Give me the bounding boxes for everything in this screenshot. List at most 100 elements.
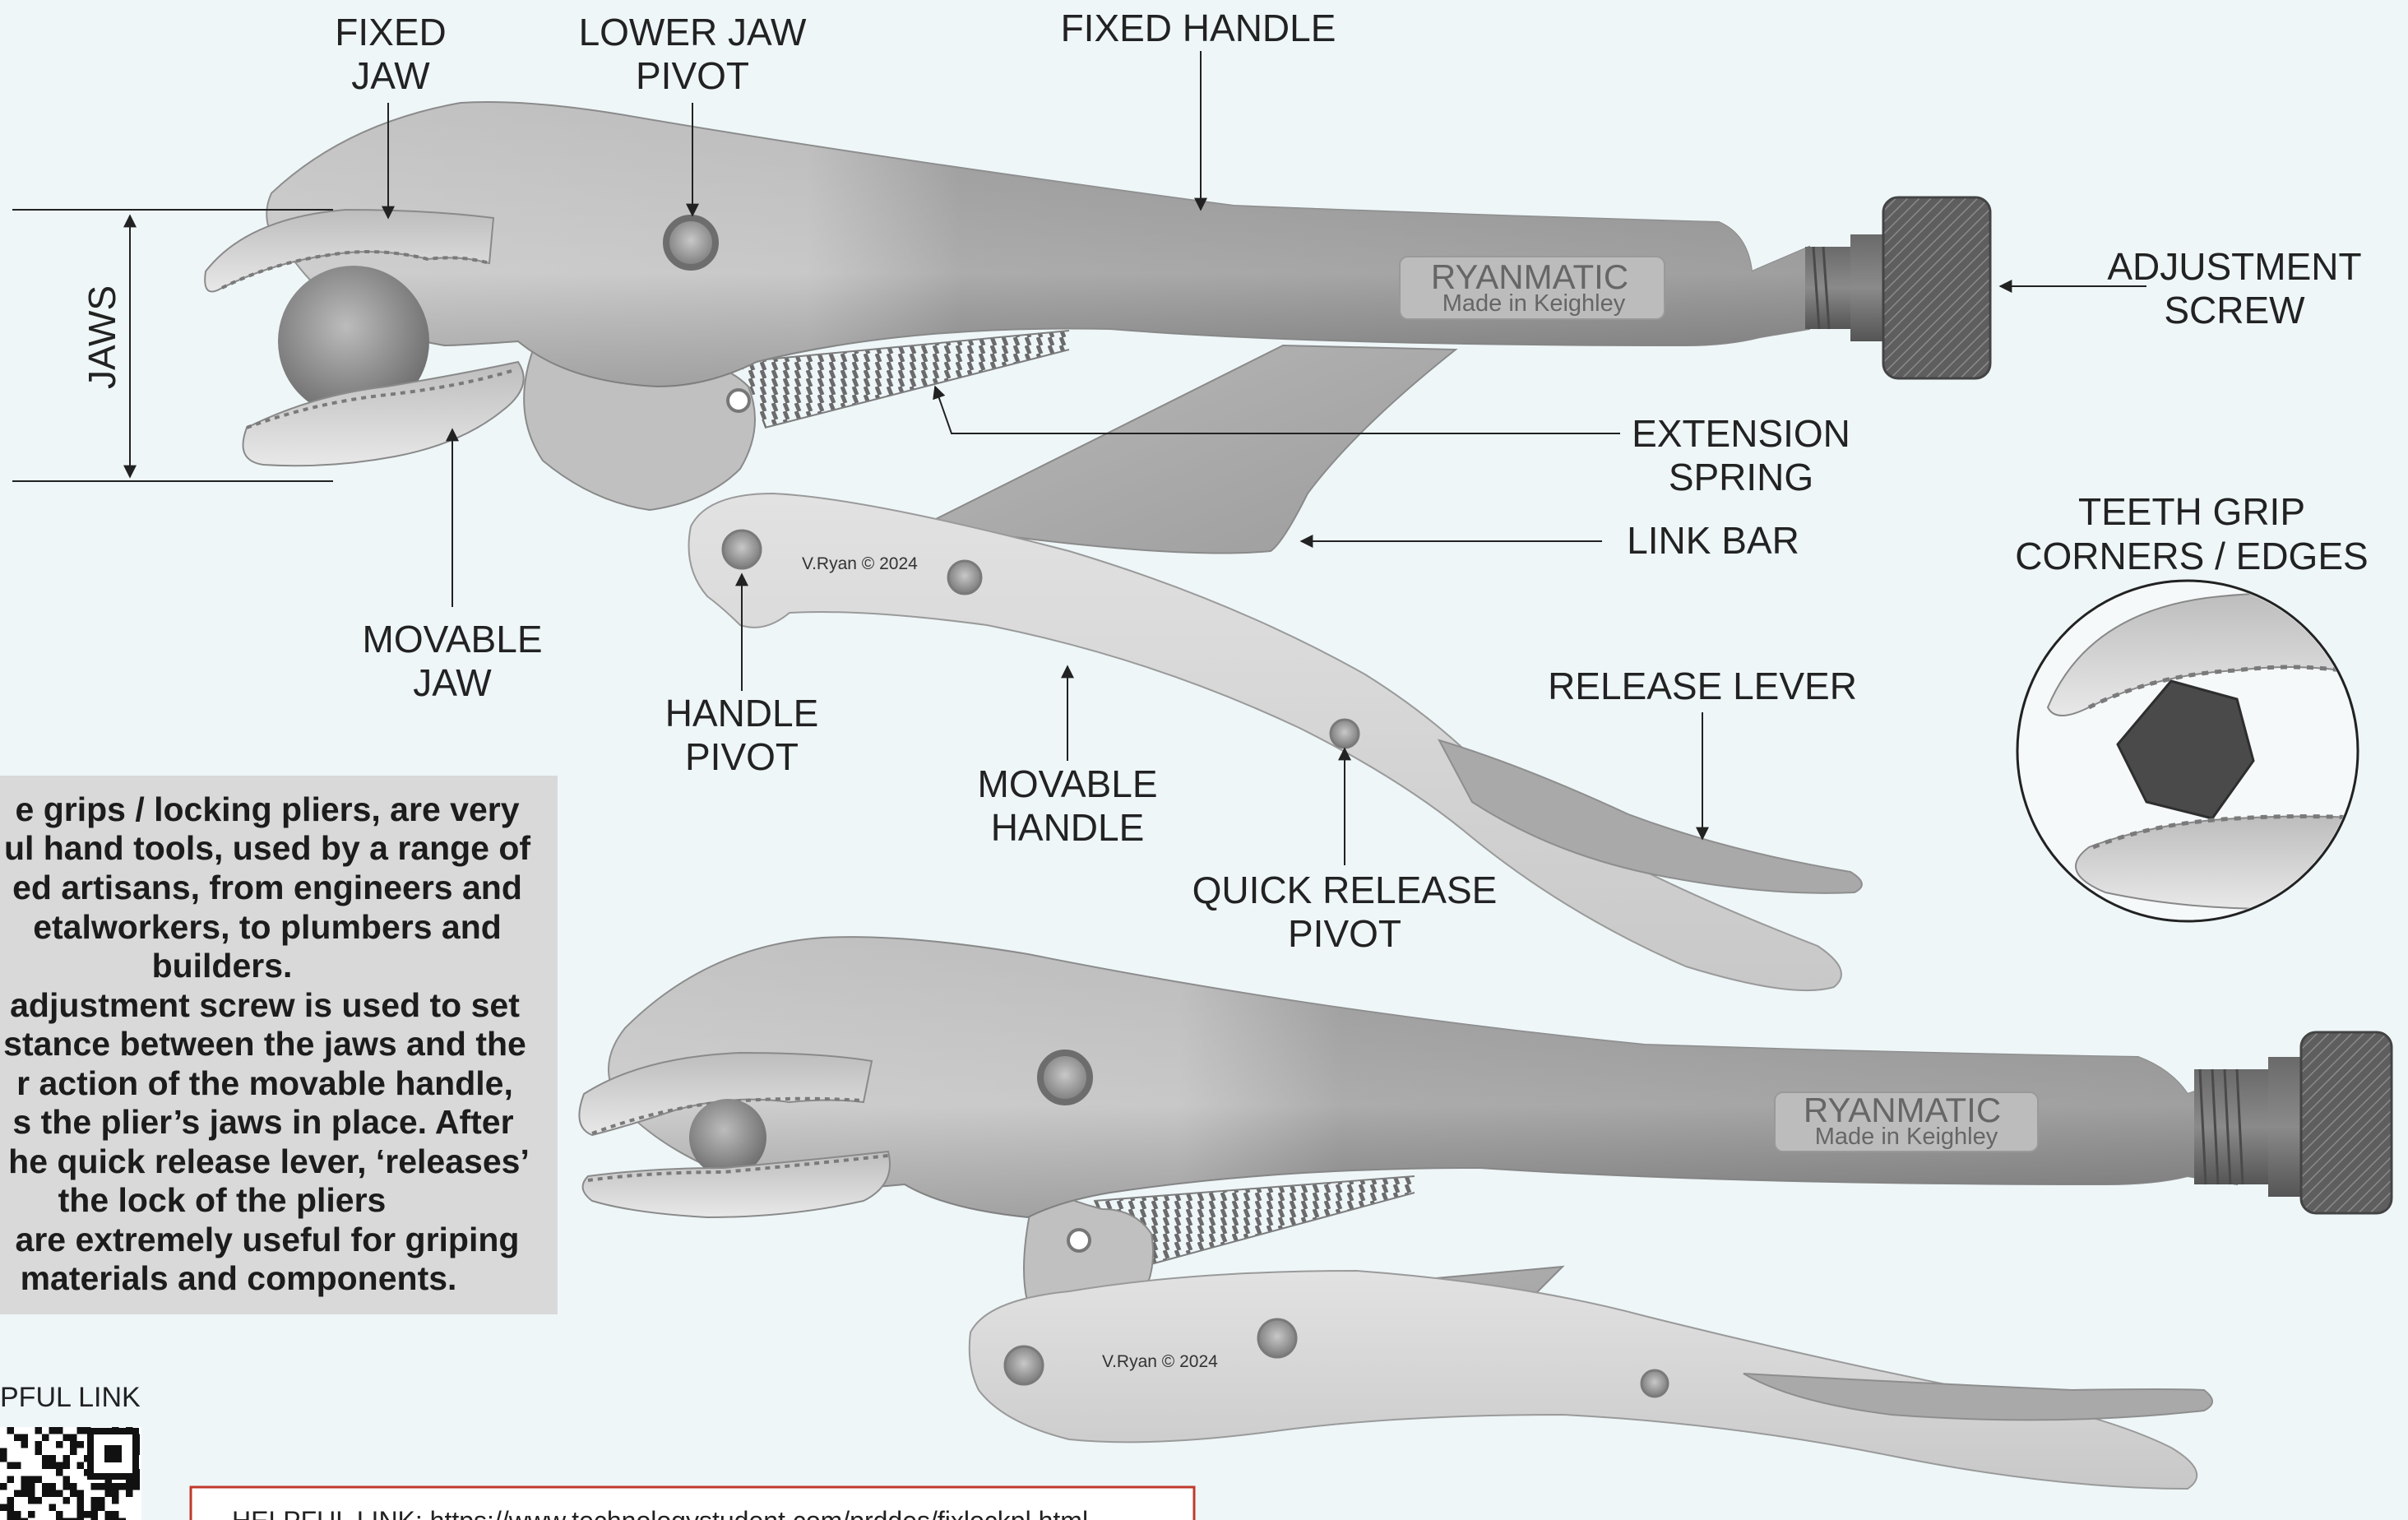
lower-jaw-pivot bbox=[666, 218, 715, 267]
description-line: stance between the jaws and the bbox=[3, 1025, 526, 1063]
helpful-link-box[interactable]: HELPFUL LINK: https://www.technologystud… bbox=[191, 1487, 1194, 1520]
label-fixed-handle: FIXED HANDLE bbox=[1061, 7, 1336, 49]
qr-module bbox=[56, 1511, 63, 1518]
qr-module bbox=[77, 1511, 85, 1518]
adjustment-screw-bottom bbox=[2194, 1032, 2392, 1213]
qr-module bbox=[77, 1497, 85, 1504]
copyright: V.Ryan © 2024 bbox=[802, 554, 918, 573]
description-line: materials and components. bbox=[21, 1259, 457, 1297]
qr-module bbox=[105, 1490, 113, 1498]
qr-module bbox=[42, 1434, 49, 1442]
brand-plate-bottom: RYANMATIC Made in Keighley bbox=[1775, 1091, 2038, 1152]
qr-module bbox=[49, 1427, 57, 1434]
link-pivot bbox=[948, 561, 981, 594]
qr-module bbox=[105, 1511, 113, 1518]
qr-module bbox=[14, 1462, 21, 1470]
qr-module bbox=[21, 1483, 29, 1490]
qr-module bbox=[42, 1455, 49, 1462]
qr-module bbox=[35, 1441, 43, 1448]
qr-module bbox=[49, 1490, 57, 1498]
qr-module bbox=[105, 1483, 113, 1490]
qr-module bbox=[70, 1434, 77, 1442]
qr-module bbox=[91, 1497, 99, 1504]
description-line: ed artisans, from engineers and bbox=[12, 869, 522, 906]
label-handle-pivot-2: PIVOT bbox=[685, 735, 799, 778]
copyright-bottom: V.Ryan © 2024 bbox=[1102, 1352, 1218, 1371]
qr-code[interactable] bbox=[0, 1427, 141, 1520]
label-handle-pivot-1: HANDLE bbox=[665, 692, 819, 735]
qr-module bbox=[28, 1497, 35, 1504]
qr-module bbox=[49, 1504, 57, 1512]
qr-module bbox=[91, 1504, 99, 1512]
qr-module bbox=[7, 1476, 15, 1484]
qr-module bbox=[98, 1483, 105, 1490]
qr-module bbox=[63, 1455, 71, 1462]
qr-module bbox=[63, 1497, 71, 1504]
label-adjustment-screw-1: ADJUSTMENT bbox=[2107, 245, 2361, 288]
description-line: s the plier’s jaws in place. After bbox=[12, 1103, 513, 1141]
qr-module bbox=[63, 1476, 71, 1484]
qr-module bbox=[98, 1504, 105, 1512]
description-line: the lock of the pliers bbox=[58, 1181, 387, 1219]
description-line: are extremely useful for griping bbox=[16, 1221, 520, 1258]
teeth-grip-detail bbox=[2017, 581, 2369, 921]
label-movable-jaw-2: JAW bbox=[413, 661, 492, 704]
qr-module bbox=[56, 1427, 63, 1434]
label-jaws: JAWS bbox=[81, 285, 123, 389]
label-fixed-jaw-1: FIXED bbox=[335, 11, 446, 53]
bottom-pliers: RYANMATIC Made in Keighley V.Ryan © 2024 bbox=[579, 937, 2392, 1489]
qr-module bbox=[70, 1490, 77, 1498]
qr-module bbox=[98, 1497, 105, 1504]
qr-module bbox=[112, 1511, 119, 1518]
qr-module bbox=[7, 1511, 15, 1518]
qr-module bbox=[42, 1462, 49, 1470]
qr-module bbox=[56, 1490, 63, 1498]
qr-module bbox=[133, 1483, 141, 1490]
movable-handle-bottom bbox=[970, 1271, 2197, 1489]
qr-module bbox=[56, 1469, 63, 1476]
description-line: adjustment screw is used to set bbox=[10, 986, 520, 1024]
qr-module bbox=[49, 1483, 57, 1490]
label-extension-spring-1: EXTENSION bbox=[1632, 412, 1850, 455]
qr-module bbox=[0, 1483, 7, 1490]
qr-module bbox=[7, 1462, 15, 1470]
qr-module bbox=[14, 1511, 21, 1518]
qr-module bbox=[0, 1455, 7, 1462]
qr-module bbox=[56, 1462, 63, 1470]
label-fixed-jaw-2: JAW bbox=[351, 54, 430, 97]
qr-module bbox=[77, 1441, 85, 1448]
qr-module bbox=[70, 1483, 77, 1490]
qr-module bbox=[126, 1483, 133, 1490]
qr-module bbox=[35, 1448, 43, 1456]
brand-tagline-bottom: Made in Keighley bbox=[1815, 1124, 1998, 1150]
qr-module bbox=[49, 1462, 57, 1470]
description-line: r action of the movable handle, bbox=[16, 1064, 513, 1102]
description-line: ul hand tools, used by a range of bbox=[4, 829, 530, 867]
adjustment-screw bbox=[1805, 197, 1990, 378]
qr-module bbox=[119, 1483, 127, 1490]
description-line: etalworkers, to plumbers and bbox=[33, 908, 502, 946]
qr-module bbox=[112, 1490, 119, 1498]
description-line: builders. bbox=[152, 947, 293, 985]
qr-module bbox=[126, 1490, 133, 1498]
qr-module bbox=[63, 1462, 71, 1470]
qr-module bbox=[77, 1490, 85, 1498]
qr-module bbox=[28, 1511, 35, 1518]
qr-module bbox=[112, 1483, 119, 1490]
qr-module bbox=[0, 1504, 7, 1512]
qr-module bbox=[91, 1511, 99, 1518]
qr-module bbox=[0, 1448, 7, 1456]
label-lower-jaw-pivot-2: PIVOT bbox=[636, 54, 749, 97]
label-adjustment-screw-2: SCREW bbox=[2164, 289, 2305, 331]
label-quick-release-pivot-2: PIVOT bbox=[1288, 912, 1401, 955]
helpful-link-text: HELPFUL LINK: https://www.technologystud… bbox=[232, 1506, 1088, 1520]
qr-module bbox=[84, 1511, 91, 1518]
qr-module bbox=[63, 1434, 71, 1442]
qr-module bbox=[28, 1490, 35, 1498]
qr-module bbox=[14, 1490, 21, 1498]
label-movable-jaw-1: MOVABLE bbox=[363, 618, 543, 660]
qr-module bbox=[7, 1427, 15, 1434]
qr-module bbox=[77, 1427, 85, 1434]
qr-module bbox=[21, 1476, 29, 1484]
qr-module bbox=[35, 1497, 43, 1504]
